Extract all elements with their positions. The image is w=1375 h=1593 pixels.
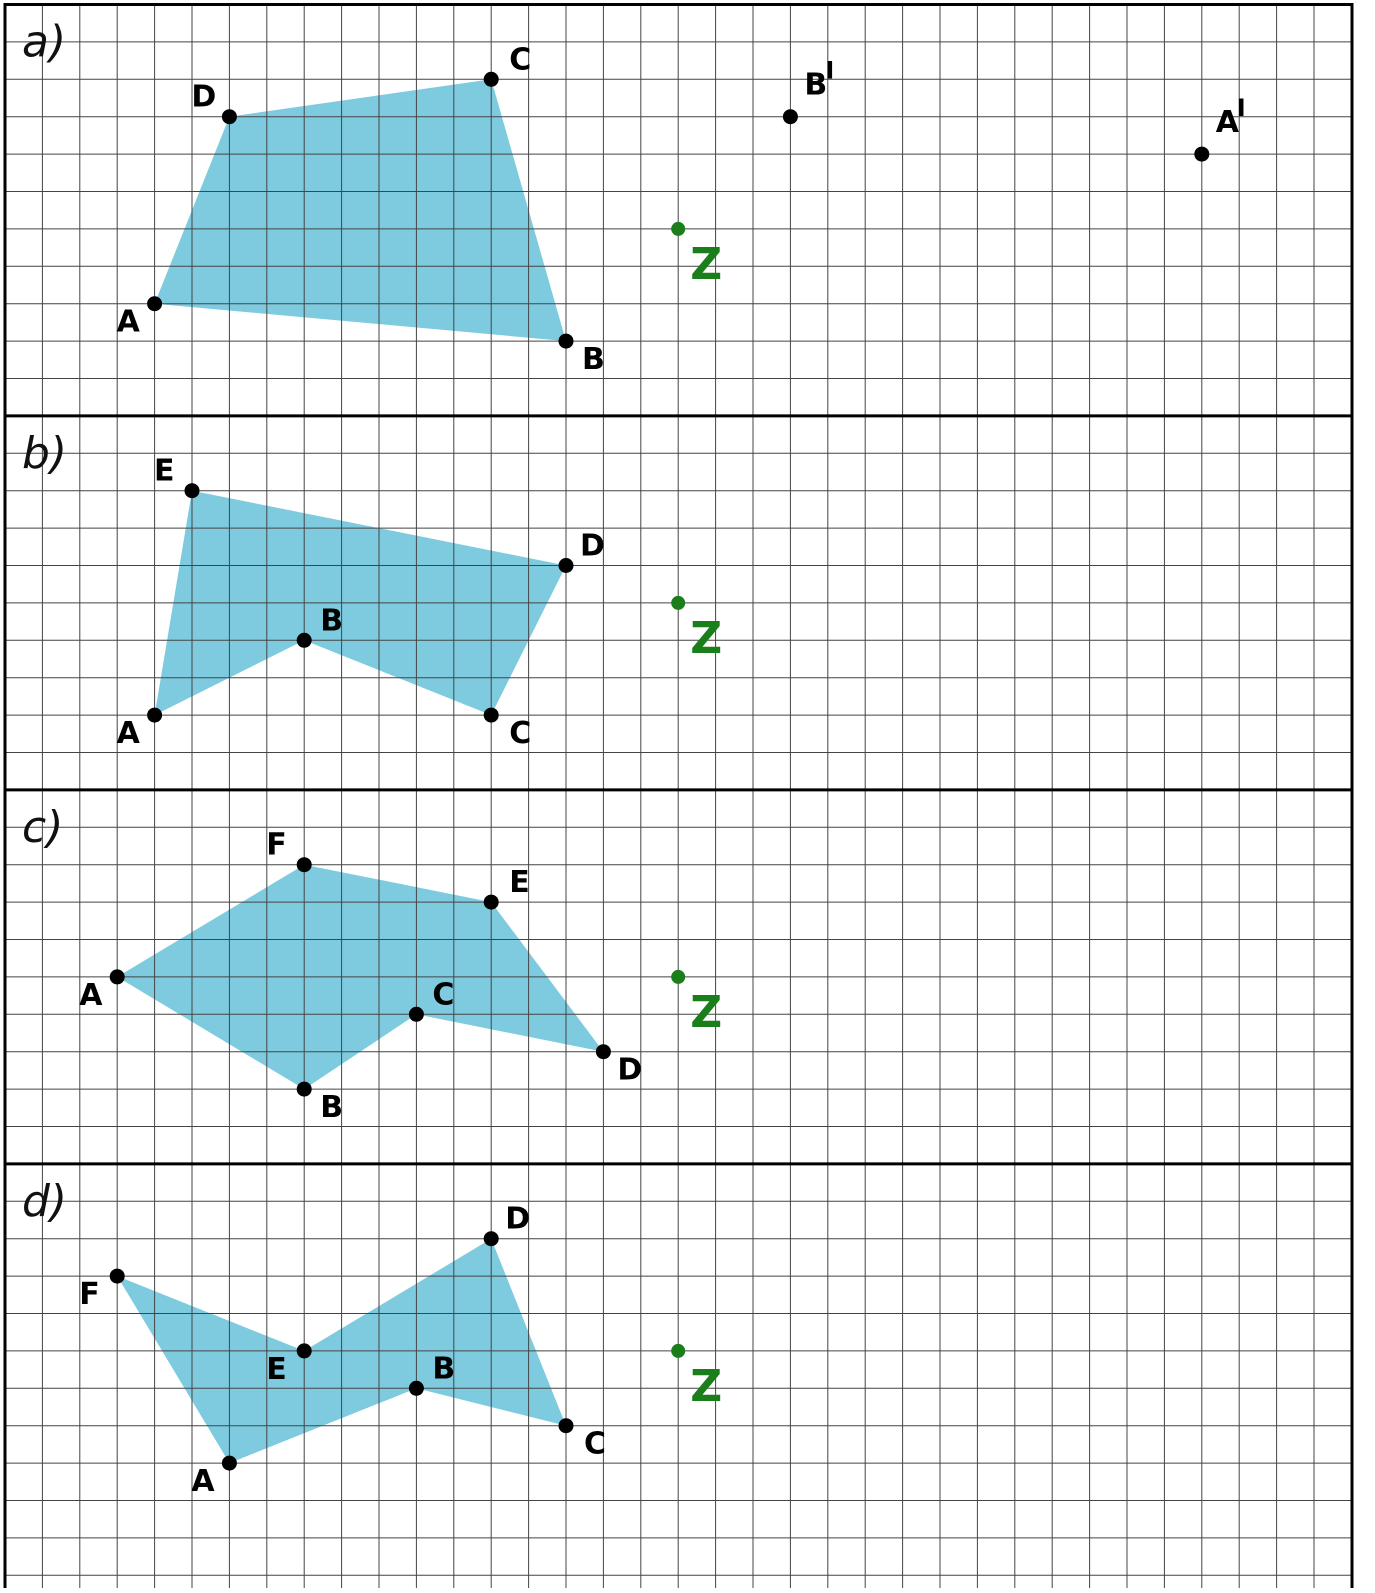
point-label-d-a: A <box>191 1464 215 1499</box>
point-label-d-e: E <box>266 1352 287 1387</box>
outer-border <box>3 3 1354 1593</box>
point-d-f <box>109 1268 125 1284</box>
panel-a <box>154 79 566 342</box>
point-a-a <box>147 296 163 312</box>
point-d-c <box>558 1418 574 1434</box>
grid-lines <box>4 4 1352 1588</box>
point-label-d-c: C <box>584 1427 606 1462</box>
point-b-c <box>483 707 499 723</box>
point-d-e <box>296 1343 312 1359</box>
point-label-b-d: D <box>580 529 605 564</box>
panel-label-c: c) <box>22 802 63 853</box>
point-b-b <box>296 632 312 648</box>
point-label-c-a: A <box>79 978 103 1013</box>
panel-label-b: b) <box>22 428 67 479</box>
point-d-b <box>408 1380 424 1396</box>
point-b-a <box>147 707 163 723</box>
point-d-a <box>221 1455 237 1471</box>
prime-mark: I <box>825 57 834 85</box>
point-c-b <box>296 1081 312 1097</box>
point-c-a <box>109 969 125 985</box>
panel-label-a: a) <box>22 17 66 68</box>
center-label-a: Z <box>690 239 722 290</box>
center-label-b: Z <box>690 613 722 664</box>
point-label-a-c: C <box>509 42 531 77</box>
center-point-c <box>671 969 686 984</box>
point-label-c-d: D <box>617 1053 642 1088</box>
center-label-c: Z <box>690 987 722 1038</box>
image-point-label-a-a: A <box>1216 105 1240 140</box>
point-label-a-a: A <box>117 305 141 340</box>
point-c-e <box>483 894 499 910</box>
point-label-b-a: A <box>117 716 141 751</box>
point-b-d <box>558 558 574 573</box>
point-a-d <box>221 109 237 125</box>
point-a-b <box>558 333 574 349</box>
point-c-f <box>296 857 312 873</box>
image-point-a-a <box>1194 146 1210 162</box>
panel-label-d: d) <box>22 1176 67 1227</box>
point-d-d <box>483 1231 499 1247</box>
point-label-c-b: B <box>320 1090 343 1125</box>
point-label-a-d: D <box>191 80 216 115</box>
point-label-b-b: B <box>320 603 343 638</box>
point-c-c <box>408 1006 424 1022</box>
point-c-d <box>595 1044 611 1060</box>
point-label-d-d: D <box>505 1202 530 1237</box>
prime-mark: I <box>1237 94 1246 122</box>
point-a-c <box>483 71 499 87</box>
center-point-a <box>671 221 686 236</box>
center-point-b <box>671 595 686 610</box>
point-label-b-c: C <box>509 716 531 751</box>
point-label-c-f: F <box>266 828 287 863</box>
center-label-d: Z <box>690 1361 722 1412</box>
point-b-e <box>184 483 200 499</box>
panels <box>117 79 604 1464</box>
point-label-c-e: E <box>509 865 530 900</box>
image-point-label-a-b: B <box>804 68 827 103</box>
image-point-a-b <box>782 109 798 125</box>
point-label-c-c: C <box>432 977 454 1012</box>
point-label-b-e: E <box>154 454 175 489</box>
polygon-a <box>154 79 566 342</box>
point-label-d-b: B <box>432 1351 455 1386</box>
point-label-a-b: B <box>582 342 605 377</box>
panel-borders <box>3 3 1354 1593</box>
center-point-d <box>671 1343 686 1358</box>
point-label-d-f: F <box>79 1277 100 1312</box>
